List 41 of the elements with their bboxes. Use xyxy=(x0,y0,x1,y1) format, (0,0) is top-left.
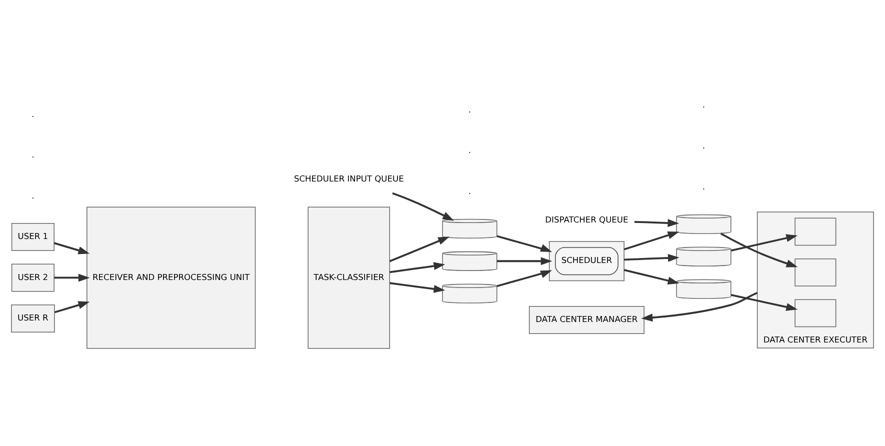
arrow xyxy=(54,301,90,314)
arrow xyxy=(54,274,90,282)
arrow xyxy=(496,257,552,266)
label: . xyxy=(32,150,34,160)
label: . xyxy=(702,100,706,110)
node-box xyxy=(794,258,836,286)
label: . xyxy=(702,181,706,192)
arrow xyxy=(634,219,680,227)
node-box: RECEIVER AND PREPROCESSING UNIT xyxy=(86,206,256,349)
node-box xyxy=(794,218,836,246)
cluster xyxy=(548,241,624,282)
label: . xyxy=(702,140,706,150)
label: . xyxy=(468,186,471,196)
label: . xyxy=(468,104,471,114)
arrow xyxy=(390,282,446,293)
arrow xyxy=(624,269,680,285)
arrow xyxy=(730,234,798,252)
label: . xyxy=(32,108,34,119)
arrow xyxy=(624,254,680,262)
arrow xyxy=(496,235,552,252)
node-text: SCHEDULER INPUT QUEUE xyxy=(294,174,404,184)
label: . xyxy=(468,145,471,156)
arrow xyxy=(392,192,454,221)
cluster: DATA CENTER EXECUTER xyxy=(756,212,874,348)
node-text: DISPATCHER QUEUE xyxy=(545,214,628,224)
arrow xyxy=(390,262,446,274)
arrow xyxy=(54,242,90,254)
node-box xyxy=(794,299,836,328)
arrow xyxy=(641,292,758,322)
node-box: USER R xyxy=(11,304,55,332)
node-box: TASK-CLASSIFIER xyxy=(308,206,390,349)
node-box: USER 1 xyxy=(11,223,54,251)
arrow xyxy=(624,231,680,250)
arrow xyxy=(389,236,450,262)
arrow xyxy=(496,270,552,288)
arrow xyxy=(720,232,798,268)
node-box: SCHEDULER xyxy=(554,247,618,276)
arrow xyxy=(730,294,798,311)
node-box: USER 2 xyxy=(11,264,54,292)
node-box: DATA CENTER MANAGER xyxy=(528,306,644,334)
label: . xyxy=(32,190,34,200)
